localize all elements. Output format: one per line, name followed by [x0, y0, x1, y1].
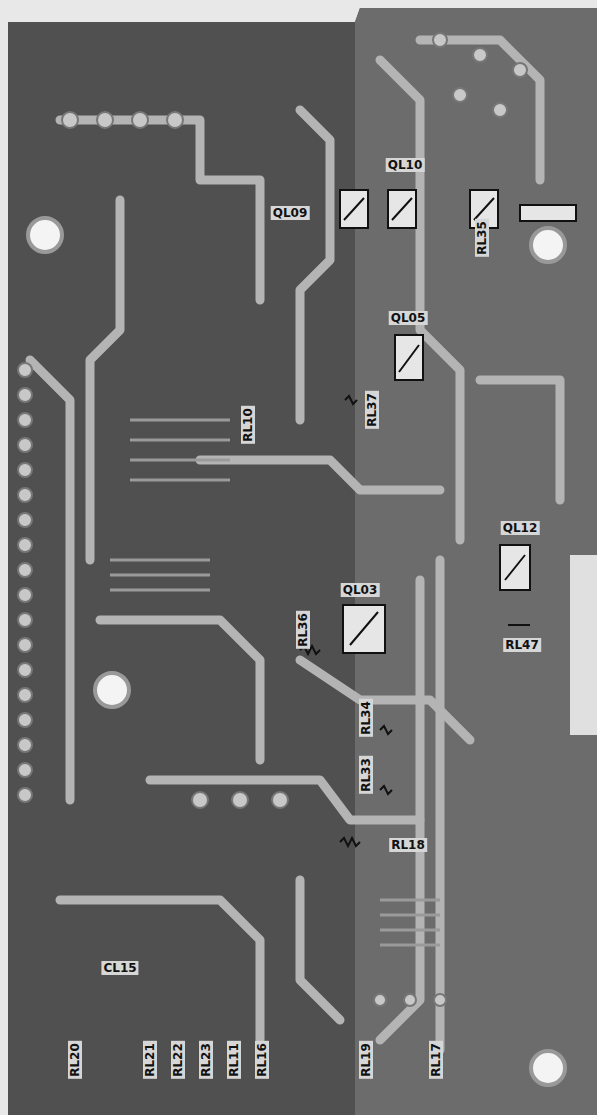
part-label: RL19 [359, 1041, 373, 1079]
part-label: RL20 [68, 1041, 82, 1079]
part-label: RL37 [365, 391, 379, 429]
part-label: RL34 [359, 699, 373, 737]
part-label: RL36 [296, 611, 310, 649]
part-label: QL05 [389, 311, 428, 325]
part-label: RL23 [199, 1041, 213, 1079]
part-label: RL18 [389, 838, 427, 852]
part-label: QL09 [271, 206, 310, 220]
part-label: RL33 [359, 756, 373, 794]
part-label: QL03 [341, 583, 380, 597]
part-label: RL16 [255, 1041, 269, 1079]
part-label: QL10 [386, 158, 425, 172]
part-label: RL10 [241, 406, 255, 444]
part-label: QL12 [501, 521, 540, 535]
part-label: RL22 [171, 1041, 185, 1079]
part-label: RL17 [429, 1041, 443, 1079]
part-label: RL47 [503, 638, 541, 652]
part-label: CL15 [101, 961, 138, 975]
part-label: RL21 [143, 1041, 157, 1079]
part-label: RL11 [227, 1041, 241, 1079]
part-label: RL35 [475, 219, 489, 257]
